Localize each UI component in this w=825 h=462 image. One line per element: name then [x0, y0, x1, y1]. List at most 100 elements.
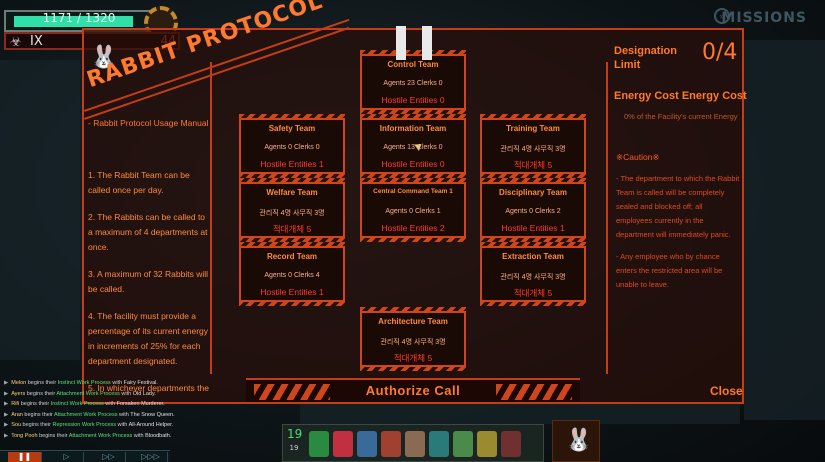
dept-staff: 관리직 4명 사무직 3명 — [500, 274, 566, 281]
dept-hostile: Hostile Entities 1 — [501, 223, 565, 233]
dept-safety-team[interactable]: Safety Team Agents 0 Clerks 0 Hostile En… — [239, 114, 345, 178]
abnormality-slot[interactable] — [381, 431, 401, 457]
time-control-bar: ❚❚ ▷ ▷▷ ▷▷▷ — [0, 450, 170, 462]
close-button[interactable]: Close — [710, 384, 743, 398]
dept-name: Extraction Team — [502, 252, 564, 261]
log-line: ▶Ayers begins their Attachment Work Proc… — [4, 390, 156, 397]
divider-left — [210, 62, 212, 374]
dept-disciplinary-team[interactable]: Disciplinary Team Agents 0 Clerks 2 Host… — [480, 178, 586, 242]
dept-hostile: Hostile Entities 0 — [381, 95, 445, 105]
designation-info: Designation Limit 0/4 Energy Cost Energy… — [612, 40, 747, 370]
dept-name: Control Team — [387, 60, 439, 69]
caution-item: - The department to which the Rabbit Tea… — [616, 174, 740, 239]
play-icon: ▶ — [4, 422, 9, 428]
dept-central-command-team-1[interactable]: Central Command Team 1 Agents 0 Clerks 1… — [360, 178, 466, 242]
hazard-stripes — [254, 384, 330, 400]
missions-button[interactable]: MISSIONS — [721, 10, 807, 26]
play-icon: ▶ — [4, 390, 9, 397]
dept-record-team[interactable]: Record Team Agents 0 Clerks 4 Hostile En… — [239, 242, 345, 306]
dept-hostile: 적대개체 5 — [513, 160, 553, 170]
abnormality-slot[interactable] — [429, 431, 449, 457]
authorize-call-button[interactable]: Authorize Call — [246, 378, 580, 402]
dept-staff: 관리직 4명 사무직 3명 — [380, 339, 446, 346]
dept-training-team[interactable]: Training Team 관리직 4명 사무직 3명 적대개체 5 — [480, 114, 586, 178]
dept-architecture-team[interactable]: Architecture Team 관리직 4명 사무직 3명 적대개체 5 — [360, 307, 466, 371]
pause-icon — [396, 26, 432, 60]
energy-cost-desc: 0% of the Facility's current Energy — [624, 112, 738, 121]
dept-name: Architecture Team — [378, 317, 448, 326]
rabbit-call-button[interactable]: 🐰 — [552, 420, 600, 462]
dept-staff: Agents 0 Clerks 2 — [505, 208, 561, 215]
abnormality-slot[interactable] — [309, 431, 329, 457]
work-log: ▶Melon begins their Instinct Work Proces… — [4, 378, 244, 448]
log-line: ▶Tong Pooh begins their Attachment Work … — [4, 432, 172, 439]
play-icon: ▶ — [4, 401, 9, 407]
manual-item: 4. The facility must provide a percentag… — [88, 311, 209, 366]
abnormality-slot[interactable] — [477, 431, 497, 457]
log-line: ▶Sou begins their Repression Work Proces… — [4, 422, 174, 428]
abnormality-slot[interactable] — [333, 431, 353, 457]
dept-hostile: Hostile Entities 2 — [381, 223, 445, 233]
missions-arrow-icon[interactable]: » — [714, 8, 730, 24]
authorize-call-label: Authorize Call — [365, 383, 461, 398]
log-line: ▶Melon begins their Instinct Work Proces… — [4, 380, 158, 386]
dept-staff: Agents 0 Clerks 0 — [264, 144, 320, 151]
dept-hostile: 적대개체 5 — [272, 224, 312, 234]
dept-hostile: Hostile Entities 0 — [381, 159, 445, 169]
dept-staff: Agents 0 Clerks 4 — [264, 272, 320, 279]
abnormality-slot[interactable] — [405, 431, 425, 457]
tray-count: 19 19 — [287, 427, 303, 452]
dept-name: Information Team — [379, 124, 447, 133]
play-icon: ▶ — [4, 411, 9, 418]
log-line: ▶Rifi begins their Instinct Work Process… — [4, 401, 165, 407]
energy-cost-label: Energy Cost Energy Cost — [614, 90, 747, 102]
manual-item: 5. In whichever departments the Rabbits … — [88, 383, 209, 400]
manual-item: 1. The Rabbit Team can be called once pe… — [88, 170, 190, 195]
pause-button[interactable]: ❚❚ — [8, 452, 42, 462]
divider-right — [606, 62, 608, 374]
energy-text: 1171 / 1320 — [42, 11, 116, 25]
dept-staff: Agents 13 Clerks 0 — [383, 144, 443, 151]
dept-name: Central Command Team 1 — [373, 188, 453, 195]
dept-name: Welfare Team — [266, 188, 318, 197]
energy-bar-fill — [14, 16, 133, 27]
fast-forward-button[interactable]: ▷▷ — [92, 452, 126, 462]
manual-title: - Rabbit Protocol Usage Manual - — [88, 118, 210, 128]
designation-limit-label: Designation Limit — [614, 45, 677, 71]
dept-hostile: Hostile Entities 1 — [260, 159, 324, 169]
day-level: IX — [30, 34, 43, 49]
log-line: ▶Aran begins their Attachment Work Proce… — [4, 411, 175, 418]
dept-control-team[interactable]: Control Team Agents 23 Clerks 0 Hostile … — [360, 50, 466, 114]
dept-welfare-team[interactable]: Welfare Team 관리직 4명 사무직 3명 적대개체 5 — [239, 178, 345, 242]
dept-staff: Agents 0 Clerks 1 — [385, 208, 441, 215]
caution-text: - The department to which the Rabbit Tea… — [616, 172, 740, 292]
hazard-stripes — [496, 384, 572, 400]
rabbit-icon: 🐰 — [565, 427, 593, 452]
dept-extraction-team[interactable]: Extraction Team 관리직 4명 사무직 3명 적대개체 5 — [480, 242, 586, 306]
play-icon: ▶ — [4, 432, 9, 439]
manual-item: 3. A maximum of 32 Rabbits will be calle… — [88, 269, 208, 294]
energy-bar — [4, 10, 154, 32]
caution-item: - Any employee who by chance enters the … — [616, 252, 723, 289]
dept-staff: 관리직 4명 사무직 3명 — [500, 146, 566, 153]
rabbit-logo-icon: 🐰 — [90, 44, 118, 69]
abnormality-tray: 19 19 — [282, 424, 544, 462]
play-button[interactable]: ▷ — [50, 452, 84, 462]
dept-information-team[interactable]: Information Team Agents 13 Clerks 0 Host… — [360, 114, 466, 178]
dept-name: Record Team — [266, 252, 318, 261]
dept-staff: 관리직 4명 사무직 3명 — [259, 210, 325, 217]
caution-title: ※Caution※ — [616, 152, 660, 162]
usage-manual[interactable]: - Rabbit Protocol Usage Manual - 1. The … — [88, 118, 210, 400]
abnormality-slot[interactable] — [501, 431, 521, 457]
dept-hostile: 적대개체 5 — [393, 353, 433, 363]
dept-staff: Agents 23 Clerks 0 — [383, 80, 443, 87]
dept-hostile: Hostile Entities 1 — [260, 287, 324, 297]
abnormality-slot[interactable] — [453, 431, 473, 457]
play-icon: ▶ — [4, 380, 9, 386]
dept-name: Disciplinary Team — [499, 188, 567, 197]
fastest-button[interactable]: ▷▷▷ — [134, 452, 168, 462]
designation-count: 0/4 — [702, 40, 738, 65]
dept-name: Safety Team — [268, 124, 316, 133]
abnormality-slot[interactable] — [357, 431, 377, 457]
dept-hostile: 적대개체 5 — [513, 288, 553, 298]
